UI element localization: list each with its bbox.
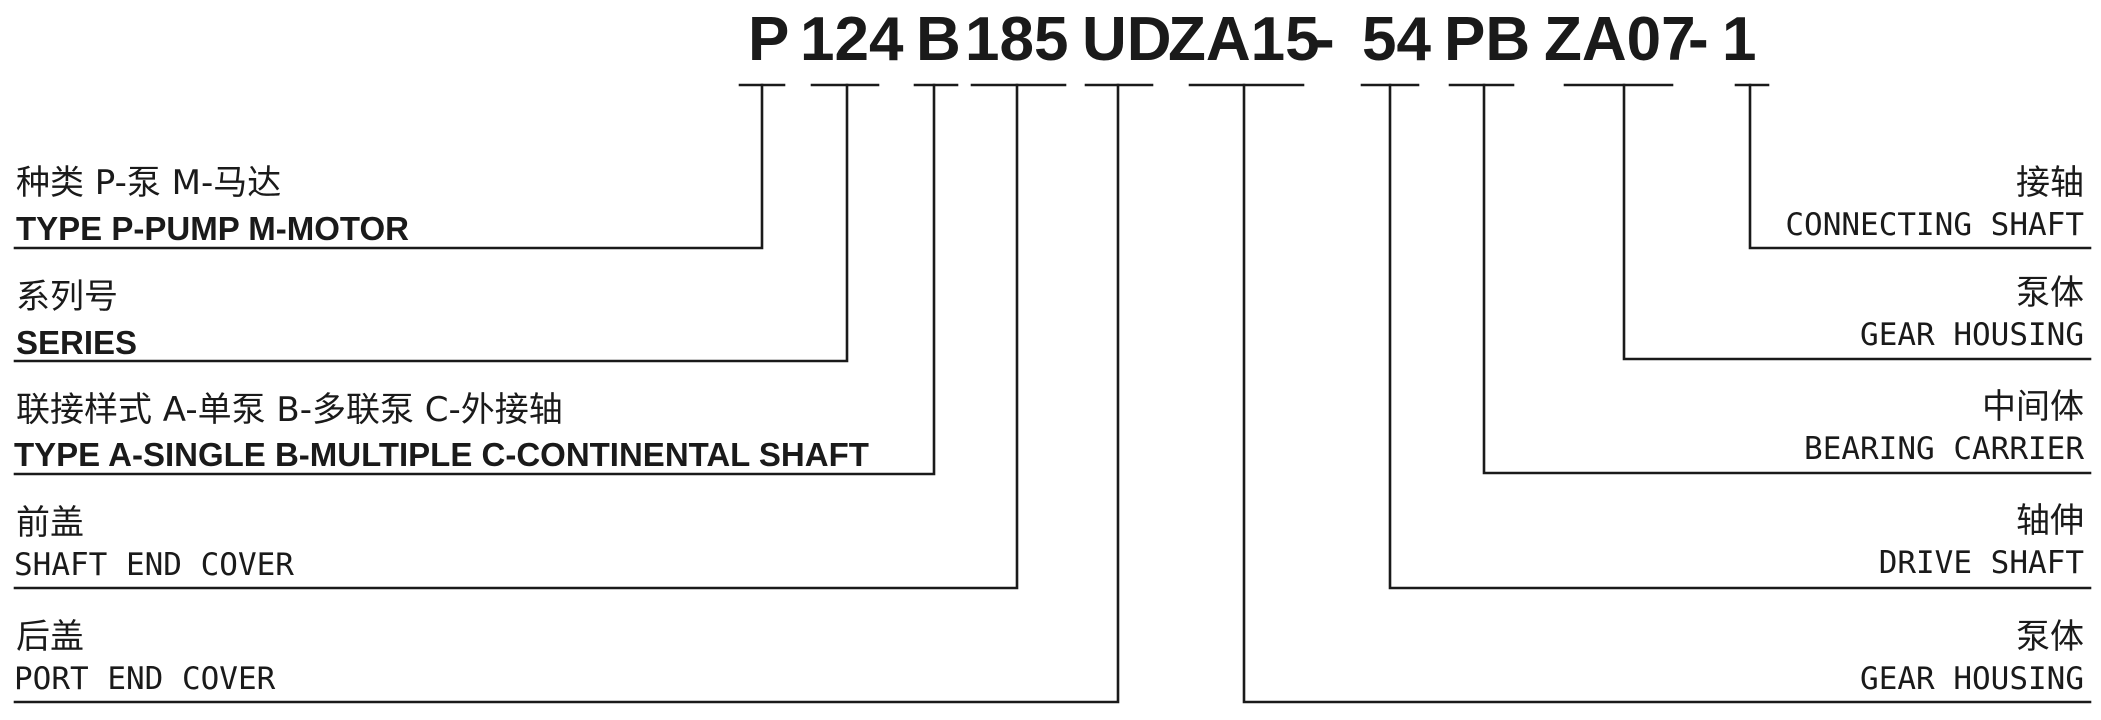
right-leaders xyxy=(1242,83,2092,704)
code-segment-type: P xyxy=(748,5,789,74)
code-segment-dash-2: - xyxy=(1688,5,1709,74)
label-connecting-shaft-en: CONNECTING SHAFT xyxy=(1785,207,2084,243)
label-series-zh: 系列号 xyxy=(16,277,118,317)
leader-gear-housing-1 xyxy=(1242,83,2092,704)
label-gear-housing-1-en: GEAR HOUSING xyxy=(1860,661,2084,697)
label-shaft-end-cover-en: SHAFT END COVER xyxy=(14,547,294,583)
code-segment-shaft-end-cover: 185 xyxy=(965,5,1068,74)
code-segment-gear-housing-2: ZA07 xyxy=(1544,5,1696,74)
label-drive-shaft-en: DRIVE SHAFT xyxy=(1879,545,2084,581)
leader-port-end-cover xyxy=(13,83,1120,704)
label-connection-en: TYPE A-SINGLE B-MULTIPLE C-CONTINENTAL S… xyxy=(14,436,869,473)
left-labels: 种类 P-泵 M-马达 TYPE P-PUMP M-MOTOR 系列号 SERI… xyxy=(14,163,869,697)
label-connection-zh: 联接样式 A-单泵 B-多联泵 C-外接轴 xyxy=(16,390,563,430)
label-series-en: SERIES xyxy=(16,324,137,361)
label-bearing-carrier-zh: 中间体 xyxy=(1982,387,2084,427)
leader-gear-housing-2 xyxy=(1622,83,2092,361)
label-port-end-cover-zh: 后盖 xyxy=(16,617,84,657)
label-port-end-cover-en: PORT END COVER xyxy=(14,661,276,697)
label-gear-housing-1-zh: 泵体 xyxy=(2016,617,2084,657)
label-type-zh: 种类 P-泵 M-马达 xyxy=(16,163,281,203)
label-type-en: TYPE P-PUMP M-MOTOR xyxy=(16,210,409,247)
code-segment-bearing-carrier: PB xyxy=(1444,5,1530,74)
code-segment-connection: B xyxy=(916,5,961,74)
label-gear-housing-2-en: GEAR HOUSING xyxy=(1860,317,2084,353)
leader-connection xyxy=(13,83,936,476)
code-segment-gear-housing-1: ZA15 xyxy=(1168,5,1320,74)
leader-drive-shaft xyxy=(1388,83,2092,590)
code-segment-drive-shaft: 54 xyxy=(1362,5,1431,74)
label-connecting-shaft-zh: 接轴 xyxy=(2016,163,2084,203)
label-shaft-end-cover-zh: 前盖 xyxy=(16,503,84,543)
left-leaders xyxy=(13,83,1120,704)
leader-connecting-shaft xyxy=(1748,83,2092,250)
label-drive-shaft-zh: 轴伸 xyxy=(2016,501,2084,541)
code-segment-port-end-cover: UD xyxy=(1082,5,1172,74)
leader-bearing-carrier xyxy=(1482,83,2092,475)
right-labels: 接轴 CONNECTING SHAFT 泵体 GEAR HOUSING 中间体 … xyxy=(1785,163,2084,697)
code-segment-series: 124 xyxy=(800,5,904,74)
code-segment-dash-1: - xyxy=(1314,5,1335,74)
code-segment-connecting-shaft: 1 xyxy=(1722,5,1756,74)
leader-shaft-end-cover xyxy=(13,83,1019,590)
label-bearing-carrier-en: BEARING CARRIER xyxy=(1804,431,2084,467)
model-code: P 124 B 185 UD ZA15 - 54 PB ZA07 - 1 xyxy=(748,5,1756,74)
leader-type xyxy=(13,83,764,250)
leader-series xyxy=(13,83,849,363)
label-gear-housing-2-zh: 泵体 xyxy=(2016,273,2084,313)
